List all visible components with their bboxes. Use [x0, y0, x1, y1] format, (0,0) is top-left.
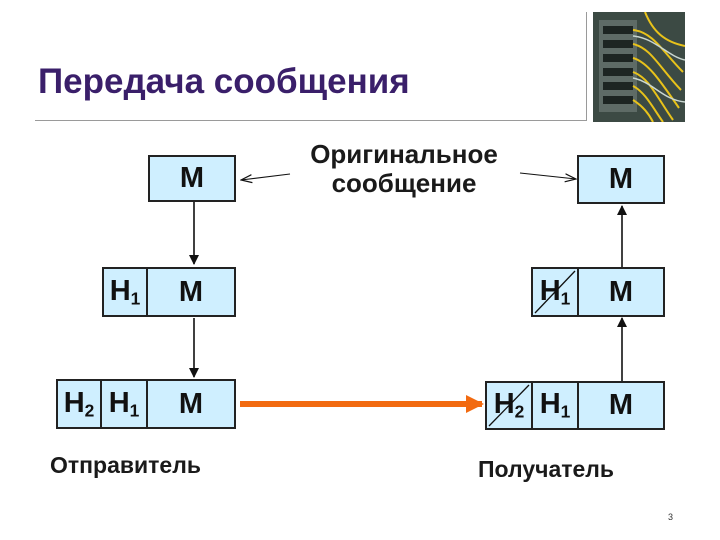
title-underline	[35, 120, 587, 121]
receiver-message-box-3: M	[577, 381, 665, 430]
header1-text: H1	[109, 274, 141, 309]
receiver-message-box: M	[577, 155, 665, 204]
receiver-header2-box: H2	[485, 381, 533, 430]
receiver-header1-box-2: H1	[531, 381, 579, 430]
original-message-line1: Оригинальное	[310, 139, 498, 169]
header2-text: H2	[493, 388, 525, 422]
strike-diagonal	[534, 270, 576, 314]
sender-label: Отправитель	[50, 452, 201, 478]
sender-message-box: M	[148, 155, 236, 202]
label-arrow-right	[519, 172, 576, 179]
slide-title: Передача сообщения	[38, 62, 410, 101]
sender-message-box-2: M	[146, 267, 236, 317]
message-text: M	[178, 275, 204, 308]
strike-diagonal	[488, 384, 530, 427]
receiver-header1-box: H1	[531, 267, 579, 317]
sender-header1-box-2: H1	[100, 379, 148, 429]
receiver-message-box-2: M	[577, 267, 665, 317]
original-message-label: Оригинальное сообщение	[284, 140, 524, 198]
message-text: M	[179, 162, 205, 194]
title-divider	[586, 12, 587, 120]
message-text: M	[608, 275, 634, 308]
header1-text: H1	[108, 386, 140, 421]
message-text: M	[608, 389, 634, 421]
message-text: M	[178, 387, 204, 420]
label-arrow-left	[241, 173, 291, 180]
header1-text: H1	[539, 388, 571, 422]
network-rack-photo	[593, 12, 685, 122]
sender-message-box-3: M	[146, 379, 236, 429]
page-number: 3	[668, 512, 674, 522]
original-message-line2: сообщение	[331, 168, 477, 198]
sender-header2-box: H2	[56, 379, 102, 429]
header1-text: H1	[539, 274, 571, 309]
header2-text: H2	[63, 386, 95, 421]
message-text: M	[608, 163, 634, 195]
sender-header1-box: H1	[102, 267, 148, 317]
receiver-label: Получатель	[478, 456, 615, 482]
